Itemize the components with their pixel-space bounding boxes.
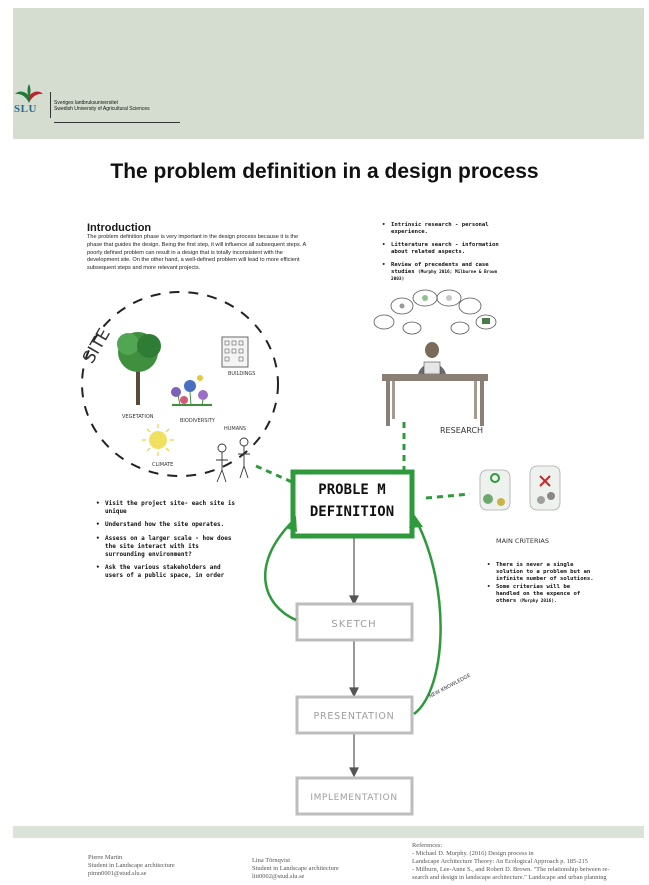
site-label: SITE <box>79 325 115 367</box>
reference-line: - Milburn, Lee-Anne S., and Robert D. Br… <box>412 866 610 873</box>
slu-logo-icon <box>15 84 43 103</box>
research-bullet: Review of precedents and case studies (M… <box>382 262 502 284</box>
site-bullet: Visit the project site- each site is uni… <box>96 500 236 516</box>
sketch-label-text: SKETCH <box>331 619 376 630</box>
site-bullets: Visit the project site- each site is uni… <box>96 500 236 586</box>
main-criterias-label: MAIN CRITERIAS <box>496 537 549 545</box>
problem-definition-box <box>290 469 415 539</box>
research-ref: (Murphy 2016; Milburne & Brown 2003) <box>391 270 498 283</box>
research-label: RESEARCH <box>440 426 483 435</box>
author-1: Pierre Martin Student in Landscape archi… <box>88 854 175 878</box>
thought-bubbles-icon <box>373 289 497 335</box>
presentation-label-text: PRESENTATION <box>313 711 394 722</box>
university-rule <box>54 122 180 123</box>
climate-label: CLIMATE <box>152 462 173 468</box>
criteria-bullets: There is never a single solution to a pr… <box>487 562 595 605</box>
sketch-box <box>295 602 414 642</box>
references: References: - Michael D. Murphy. (2016) … <box>412 842 609 882</box>
reference-line: - Michael D. Murphy. (2016) Design proce… <box>412 850 534 857</box>
author-2-name: Lina Törnqvist <box>252 857 291 864</box>
reference-line: Landscape Architecture Theory: An Ecolog… <box>412 858 588 865</box>
connector-criterias <box>425 492 471 500</box>
research-bullets: Intrinsic research - personal experience… <box>382 222 502 289</box>
presentation-box <box>295 695 414 735</box>
author-1-name: Pierre Martin <box>88 854 123 861</box>
building-icon <box>221 336 249 368</box>
problem-line2: DEFINITION <box>310 504 394 520</box>
implementation-box <box>295 776 414 816</box>
problem-line1: PROBLE M <box>318 482 385 498</box>
intro-heading: Introduction <box>87 222 152 234</box>
humans-icon <box>216 437 250 483</box>
header-band <box>13 8 644 139</box>
author-1-role: Student in Landscape architecture <box>88 862 175 869</box>
criteria-bullet: Some criterias will be handled on the ex… <box>487 584 595 606</box>
sun-icon <box>142 424 174 456</box>
implementation-label-text: IMPLEMENTATION <box>310 793 397 803</box>
humans-label: HUMANS <box>224 426 246 432</box>
site-bullet: Understand how the site operates. <box>96 521 236 529</box>
research-bullet: Intrinsic research - personal experience… <box>382 222 502 237</box>
logo-divider <box>50 92 51 118</box>
intro-body: The problem definition phase is very imp… <box>87 234 306 272</box>
university-name-sv: Sveriges lantbruksuniversitet <box>54 100 118 106</box>
vegetation-label: VEGETATION <box>122 414 154 420</box>
author-2-email: litt0002@stud.slu.se <box>252 873 305 880</box>
footer-band <box>13 826 644 838</box>
author-2: Lina Törnqvist Student in Landscape arch… <box>252 857 339 881</box>
university-name-en: Swedish University of Agricultural Scien… <box>54 106 150 112</box>
author-2-role: Student in Landscape architecture <box>252 865 339 872</box>
reference-line: search and design in landscape architect… <box>412 874 607 881</box>
criteria-bullet: There is never a single solution to a pr… <box>487 562 595 584</box>
tree-icon <box>117 332 161 405</box>
feedback-arrow-right <box>413 519 442 715</box>
references-heading: References: <box>412 842 443 849</box>
poster-title: The problem definition in a design proce… <box>110 160 539 183</box>
author-1-email: pimn0001@stud.slu.se <box>88 870 147 877</box>
research-bullet: Litterature search - information about r… <box>382 242 502 257</box>
criteria-ref: (Murphy 2016). <box>519 599 557 605</box>
flowers-icon <box>171 375 212 406</box>
logo-text: SLU <box>14 103 37 115</box>
site-dashed-circle <box>81 291 279 477</box>
feedback-arrow-left <box>264 521 297 622</box>
site-bullet: Assess on a larger scale - how does the … <box>96 535 236 560</box>
criteria-jars-icon <box>479 465 561 511</box>
site-bullet: Ask the various stakeholders and users o… <box>96 564 236 580</box>
buildings-label: BUILDINGS <box>228 371 255 377</box>
biodiversity-label: BIODIVERSITY <box>180 418 216 424</box>
connector-site <box>255 464 293 484</box>
university-name: Sveriges lantbruksuniversitet Swedish Un… <box>54 100 150 112</box>
researcher-at-desk-icon <box>382 342 488 426</box>
